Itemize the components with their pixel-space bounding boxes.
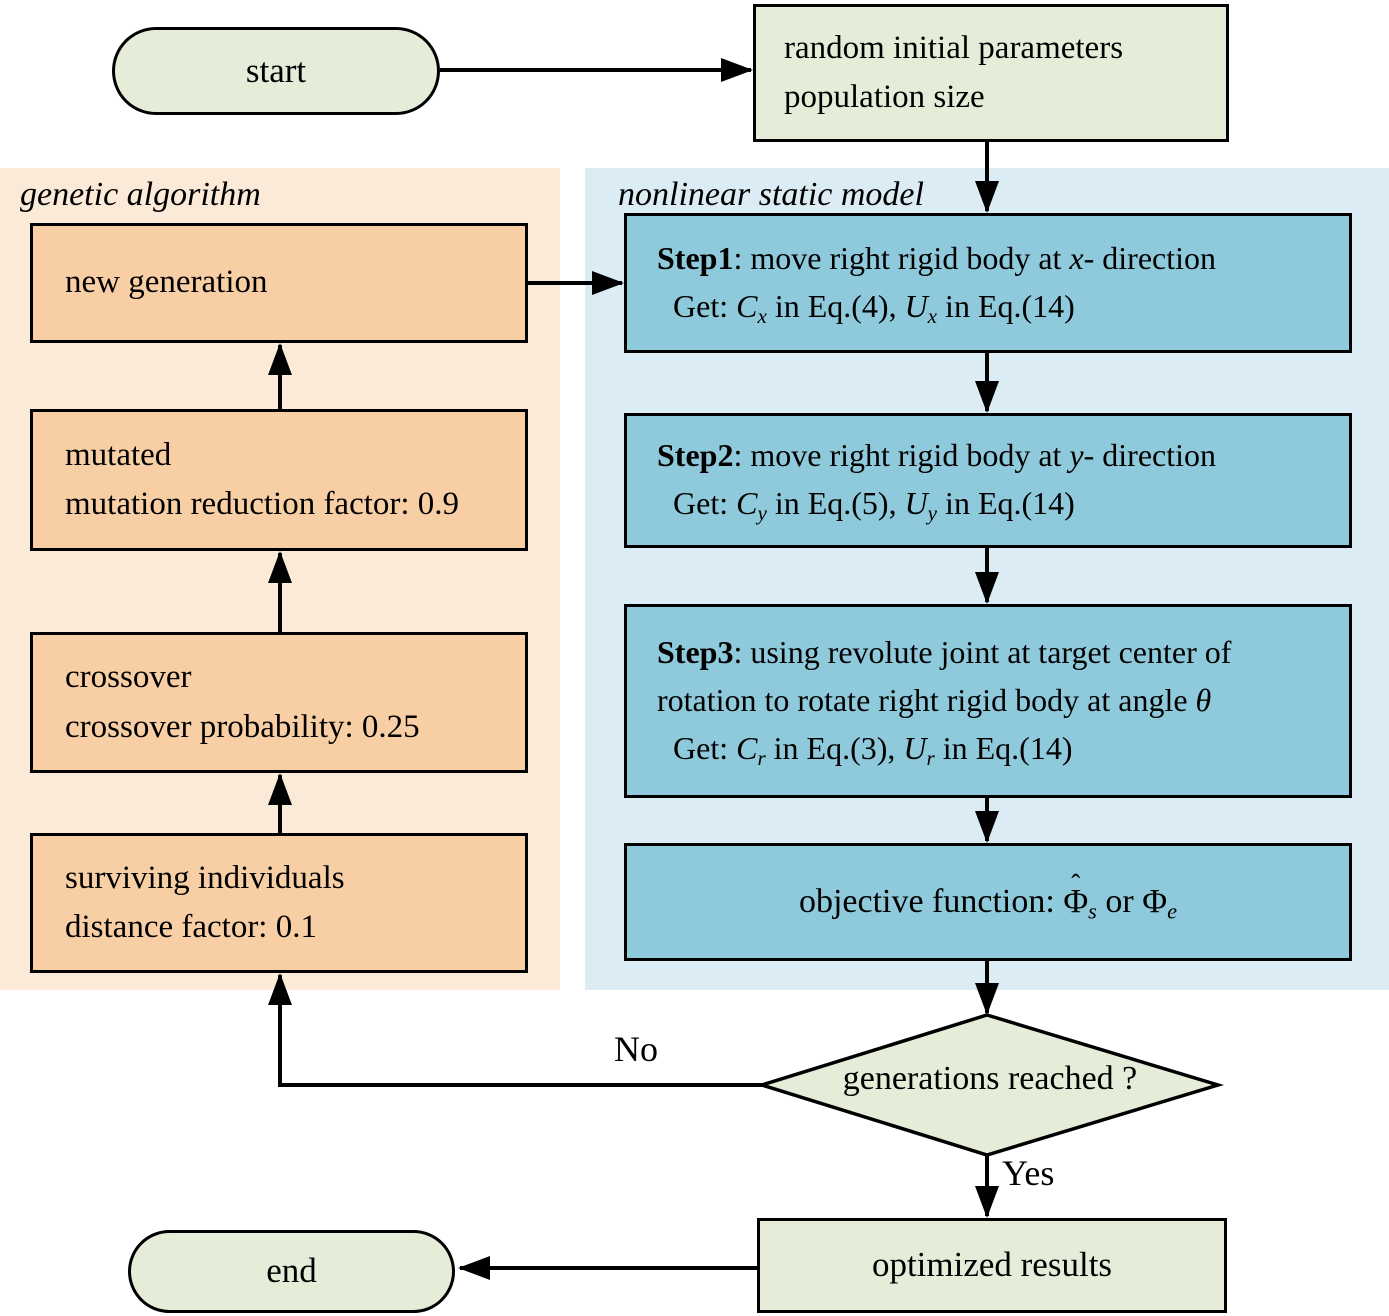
edge-no-label: No bbox=[614, 1029, 658, 1069]
random-params-line2: population size bbox=[784, 79, 985, 115]
mutated-line2: mutation reduction factor: 0.9 bbox=[65, 486, 460, 522]
step2-line1: Step2: move right rigid body at y- direc… bbox=[657, 437, 1216, 474]
crossover-line1: crossover bbox=[65, 659, 192, 695]
end-terminator: end bbox=[128, 1230, 455, 1313]
objective-function-box: objective function: Φs or Φe bbox=[624, 843, 1352, 961]
edge-yes-label: Yes bbox=[1002, 1153, 1055, 1193]
step2-box: Step2: move right rigid body at y- direc… bbox=[624, 413, 1352, 548]
edge-decision-no-to-surviving bbox=[268, 973, 762, 1087]
surviving-line2: distance factor: 0.1 bbox=[65, 909, 317, 945]
surviving-line1: surviving individuals bbox=[65, 859, 345, 896]
decision-label: generations reached ? bbox=[842, 1060, 1138, 1097]
objective-line: objective function: Φs or Φe bbox=[799, 876, 1177, 928]
crossover-box: crossover crossover probability: 0.25 bbox=[30, 632, 528, 773]
optimized-results-label: optimized results bbox=[871, 1245, 1113, 1285]
mutated-line1: mutated bbox=[65, 436, 172, 473]
random-params-line1: random initial parameters bbox=[784, 29, 1124, 66]
end-label: end bbox=[266, 1251, 317, 1291]
crossover-line2: crossover probability: 0.25 bbox=[65, 708, 420, 745]
step3-box: Step3: using revolute joint at target ce… bbox=[624, 604, 1352, 798]
step3-line3: Get: Cr in Eq.(3), Ur in Eq.(14) bbox=[657, 729, 1073, 770]
optimized-results-box: optimized results bbox=[757, 1218, 1227, 1313]
start-terminator: start bbox=[112, 27, 440, 115]
start-label: start bbox=[245, 50, 307, 90]
new-generation-box: new generation bbox=[30, 223, 528, 343]
nonlinear-static-model-label: nonlinear static model bbox=[618, 176, 924, 213]
new-generation-label: new generation bbox=[65, 264, 268, 301]
step1-line1: Step1: move right rigid body at x- direc… bbox=[657, 239, 1216, 276]
genetic-algorithm-label: genetic algorithm bbox=[20, 176, 261, 213]
surviving-individuals-box: surviving individuals distance factor: 0… bbox=[30, 833, 528, 973]
step3-line2: rotation to rotate right rigid body at a… bbox=[657, 681, 1212, 718]
step1-box: Step1: move right rigid body at x- direc… bbox=[624, 213, 1352, 353]
mutated-box: mutated mutation reduction factor: 0.9 bbox=[30, 409, 528, 551]
step1-line2: Get: Cx in Eq.(4), Ux in Eq.(14) bbox=[657, 287, 1075, 328]
step2-line2: Get: Cy in Eq.(5), Uy in Eq.(14) bbox=[657, 485, 1075, 526]
random-initial-parameters-box: random initial parameters population siz… bbox=[753, 4, 1229, 142]
step3-line1: Step3: using revolute joint at target ce… bbox=[657, 633, 1232, 670]
